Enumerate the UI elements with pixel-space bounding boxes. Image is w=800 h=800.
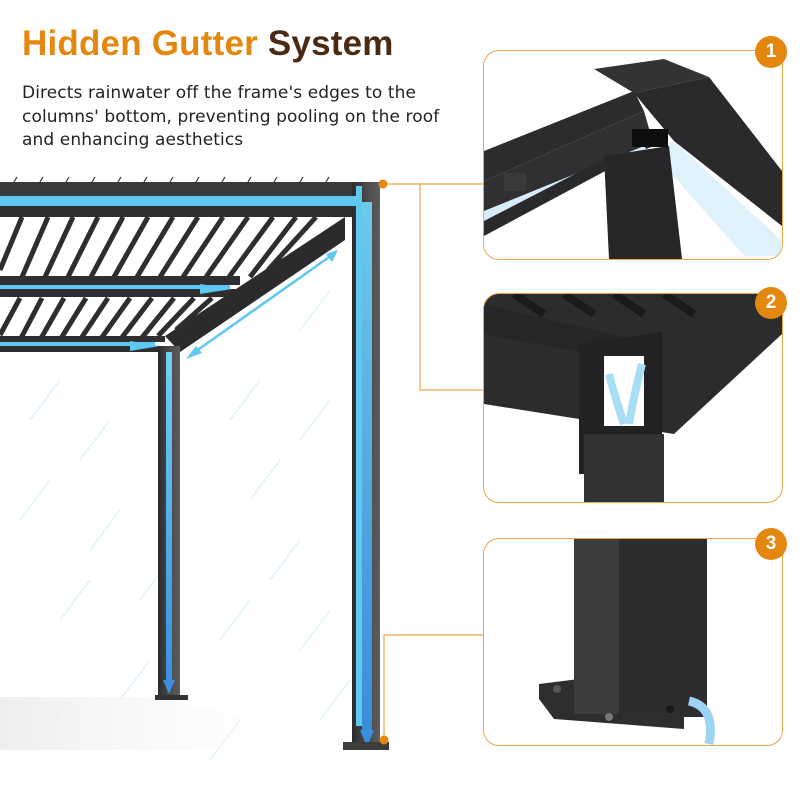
column-channel-image xyxy=(484,294,782,502)
title-dark: System xyxy=(267,24,394,63)
floor-shadow xyxy=(0,697,355,750)
roof-louvers xyxy=(0,215,318,279)
detail-panel-1 xyxy=(483,50,783,260)
badge-1: 1 xyxy=(755,36,787,68)
detail-panel-3 xyxy=(483,538,783,746)
arrow-right-lower xyxy=(130,341,160,351)
arrow-down-right xyxy=(360,730,374,747)
page-title: Hidden Gutter System xyxy=(22,24,394,64)
description-text: Directs rainwater off the frame's edges … xyxy=(22,83,440,150)
column-base-drain-image xyxy=(539,539,715,745)
badge-2: 2 xyxy=(755,287,787,319)
badge-3: 3 xyxy=(755,528,787,560)
gutter-top-water xyxy=(0,196,356,206)
callout-dot-3 xyxy=(379,735,389,745)
detail-panel-2 xyxy=(483,293,783,503)
arrow-diagonal xyxy=(191,253,333,356)
arrow-right-upper xyxy=(200,284,232,294)
title-accent: Hidden Gutter xyxy=(22,24,258,63)
corner-gutter-image xyxy=(484,59,782,259)
callout-dot-1 xyxy=(378,179,388,189)
